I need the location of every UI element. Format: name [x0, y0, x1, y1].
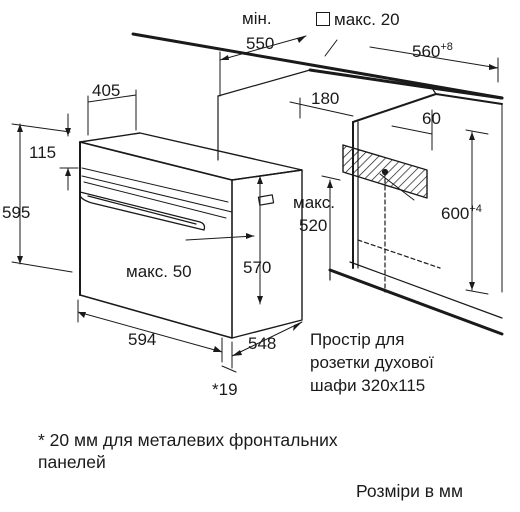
footnote-line1: * 20 мм для металевих фронтальних	[38, 430, 338, 450]
label-offset-180: 180	[311, 89, 340, 108]
label-height-595: 595	[2, 203, 31, 222]
label-min-word: мін.	[242, 9, 272, 28]
dimension-arrows	[17, 36, 498, 356]
label-max-gap: макс. 20	[316, 10, 400, 29]
label-socket-line3: шафи 320x115	[310, 376, 426, 395]
hidden-lines	[357, 171, 441, 293]
label-min-depth: 550	[246, 34, 275, 53]
label-socket-line1: Простір для	[310, 330, 405, 349]
dimension-lines	[11, 35, 499, 373]
label-width-594: 594	[128, 330, 157, 349]
oven-door-handle	[79, 191, 206, 231]
label-depth-548: 548	[248, 334, 277, 353]
label-height-570: 570	[243, 258, 272, 277]
label-max-depth: 520	[299, 216, 328, 235]
square-symbol-icon	[316, 12, 330, 26]
label-niche-height: 600+4	[441, 203, 482, 223]
label-socket-line2: розетки духової	[310, 353, 434, 372]
label-max-50: макс. 50	[126, 262, 192, 281]
units-note: Розміри в мм	[356, 481, 463, 501]
label-footnote-marker: *19	[212, 380, 238, 399]
label-niche-depth: 560+8	[412, 41, 453, 61]
label-max-word: макс.	[293, 193, 335, 212]
cabinet-side-wall	[352, 93, 503, 293]
label-panel-115: 115	[29, 143, 57, 162]
cabinet-bottom-shelf	[328, 261, 504, 336]
cabinet-back-panel	[217, 69, 437, 161]
label-oven-depth-top: 405	[92, 81, 121, 100]
label-offset-60: 60	[422, 109, 441, 128]
oven-body	[79, 132, 303, 339]
footnote-line2: панелей	[38, 452, 106, 472]
